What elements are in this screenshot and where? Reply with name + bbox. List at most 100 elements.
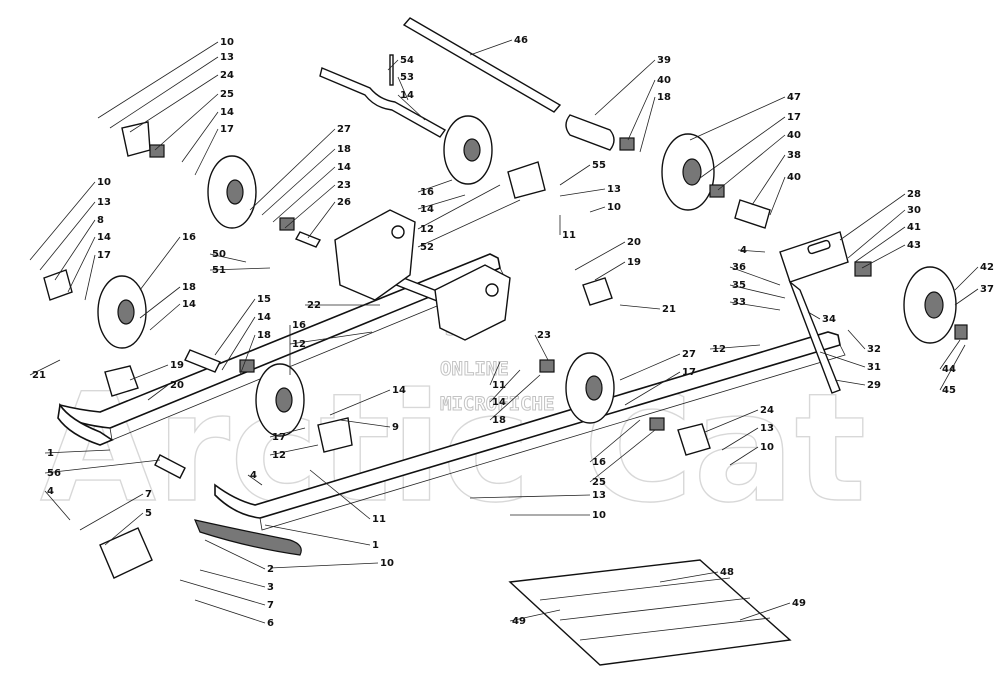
callout-leader (39, 201, 96, 271)
bearing-18-low (239, 359, 255, 373)
callout-leader (847, 209, 906, 259)
callout-leader (509, 609, 561, 622)
spacer-23-rear (279, 217, 295, 231)
callout-leader (249, 128, 336, 211)
callout-number: 4 (47, 486, 54, 497)
block-9 (317, 417, 353, 453)
callout-leader (594, 59, 656, 116)
callout-leader (272, 166, 336, 223)
callout-number: 19 (627, 257, 641, 268)
callout-number: 33 (732, 297, 746, 308)
callout-leader (139, 236, 181, 291)
callout-number: 7 (267, 600, 274, 611)
callout-number: 10 (760, 442, 774, 453)
callout-number: 3 (267, 582, 274, 593)
callout-leader (194, 599, 266, 624)
track-clip-assembly (508, 559, 792, 666)
callout-number: 18 (182, 282, 196, 293)
block-19-front (582, 277, 613, 306)
spacer-25-front (649, 417, 665, 431)
callout-leader (709, 344, 761, 350)
rail-upper-flange (109, 267, 506, 441)
track-belt (508, 559, 792, 666)
callout-number: 11 (372, 514, 386, 525)
callout-number: 27 (682, 349, 696, 360)
callout-number: 15 (257, 294, 271, 305)
callout-number: 13 (592, 490, 606, 501)
callout-number: 13 (97, 197, 111, 208)
callout-leader (834, 379, 866, 386)
callout-leader (717, 134, 786, 191)
rail-lower (214, 331, 841, 519)
block-52 (507, 161, 546, 199)
cap-44 (954, 324, 968, 340)
callout-number: 21 (32, 370, 46, 381)
callout-number: 50 (212, 249, 226, 260)
frame-brackets (43, 121, 849, 579)
callout-number: 18 (657, 92, 671, 103)
callout-leader (954, 288, 979, 306)
callout-leader (594, 261, 626, 281)
callout-leader (417, 179, 453, 193)
callout-leader (954, 266, 979, 291)
callout-leader (737, 249, 766, 253)
callout-leader (939, 339, 961, 370)
callout-leader (639, 96, 656, 153)
callout-number: 7 (145, 489, 152, 500)
callout-number: 12 (420, 224, 434, 235)
callout-number: 24 (220, 70, 234, 81)
callout-number: 1 (47, 448, 54, 459)
callout-leader (44, 490, 71, 521)
callout-leader (751, 154, 786, 206)
wheel-rear-low (255, 363, 305, 437)
plate-28 (779, 231, 849, 283)
callout-number: 49 (512, 616, 526, 627)
callout-leader (97, 41, 219, 119)
callout-leader (129, 74, 219, 133)
wheel-42 (903, 266, 957, 344)
sleeve-38 (734, 199, 771, 229)
callout-number: 17 (272, 432, 286, 443)
callout-number: 10 (97, 177, 111, 188)
callout-number: 14 (97, 232, 111, 243)
callout-number: 14 (182, 299, 196, 310)
callout-number: 16 (592, 457, 606, 468)
callout-number: 13 (220, 52, 234, 63)
callout-number: 17 (97, 250, 111, 261)
callout-number: 56 (47, 468, 61, 479)
callout-number: 11 (492, 380, 506, 391)
callout-number: 37 (980, 284, 994, 295)
callout-leader (247, 474, 263, 486)
callout-leader (194, 128, 219, 176)
callout-number: 14 (492, 397, 506, 408)
callout-leader (839, 193, 906, 241)
callout-number: 10 (607, 202, 621, 213)
callout-leader (307, 201, 336, 239)
callout-leader (387, 59, 399, 71)
callout-number: 48 (720, 567, 734, 578)
callout-number: 20 (627, 237, 641, 248)
callout-leader (44, 449, 111, 454)
spacer-23-front (539, 359, 555, 373)
callout-leader (729, 301, 781, 311)
slide-rails (57, 253, 846, 556)
wheel-rear-top (207, 155, 257, 229)
block-24-front (677, 423, 711, 456)
callout-number: 12 (712, 344, 726, 355)
callout-number: 53 (400, 72, 414, 83)
watermark: Arctic Cat SMS ONLINE MICROFICHE (39, 318, 867, 537)
callout-leader (489, 361, 501, 386)
callout-leader (729, 446, 759, 466)
callout-number: 31 (867, 362, 881, 373)
callout-leader (269, 444, 319, 456)
callout-number: 34 (822, 314, 836, 325)
callout-leader (729, 266, 781, 286)
callout-leader (129, 364, 169, 381)
callout-leader (619, 304, 661, 310)
callout-number: 14 (220, 107, 234, 118)
callout-number: 40 (787, 130, 801, 141)
callout-number: 22 (307, 300, 321, 311)
callout-leader (214, 298, 256, 356)
callout-number: 45 (942, 385, 956, 396)
